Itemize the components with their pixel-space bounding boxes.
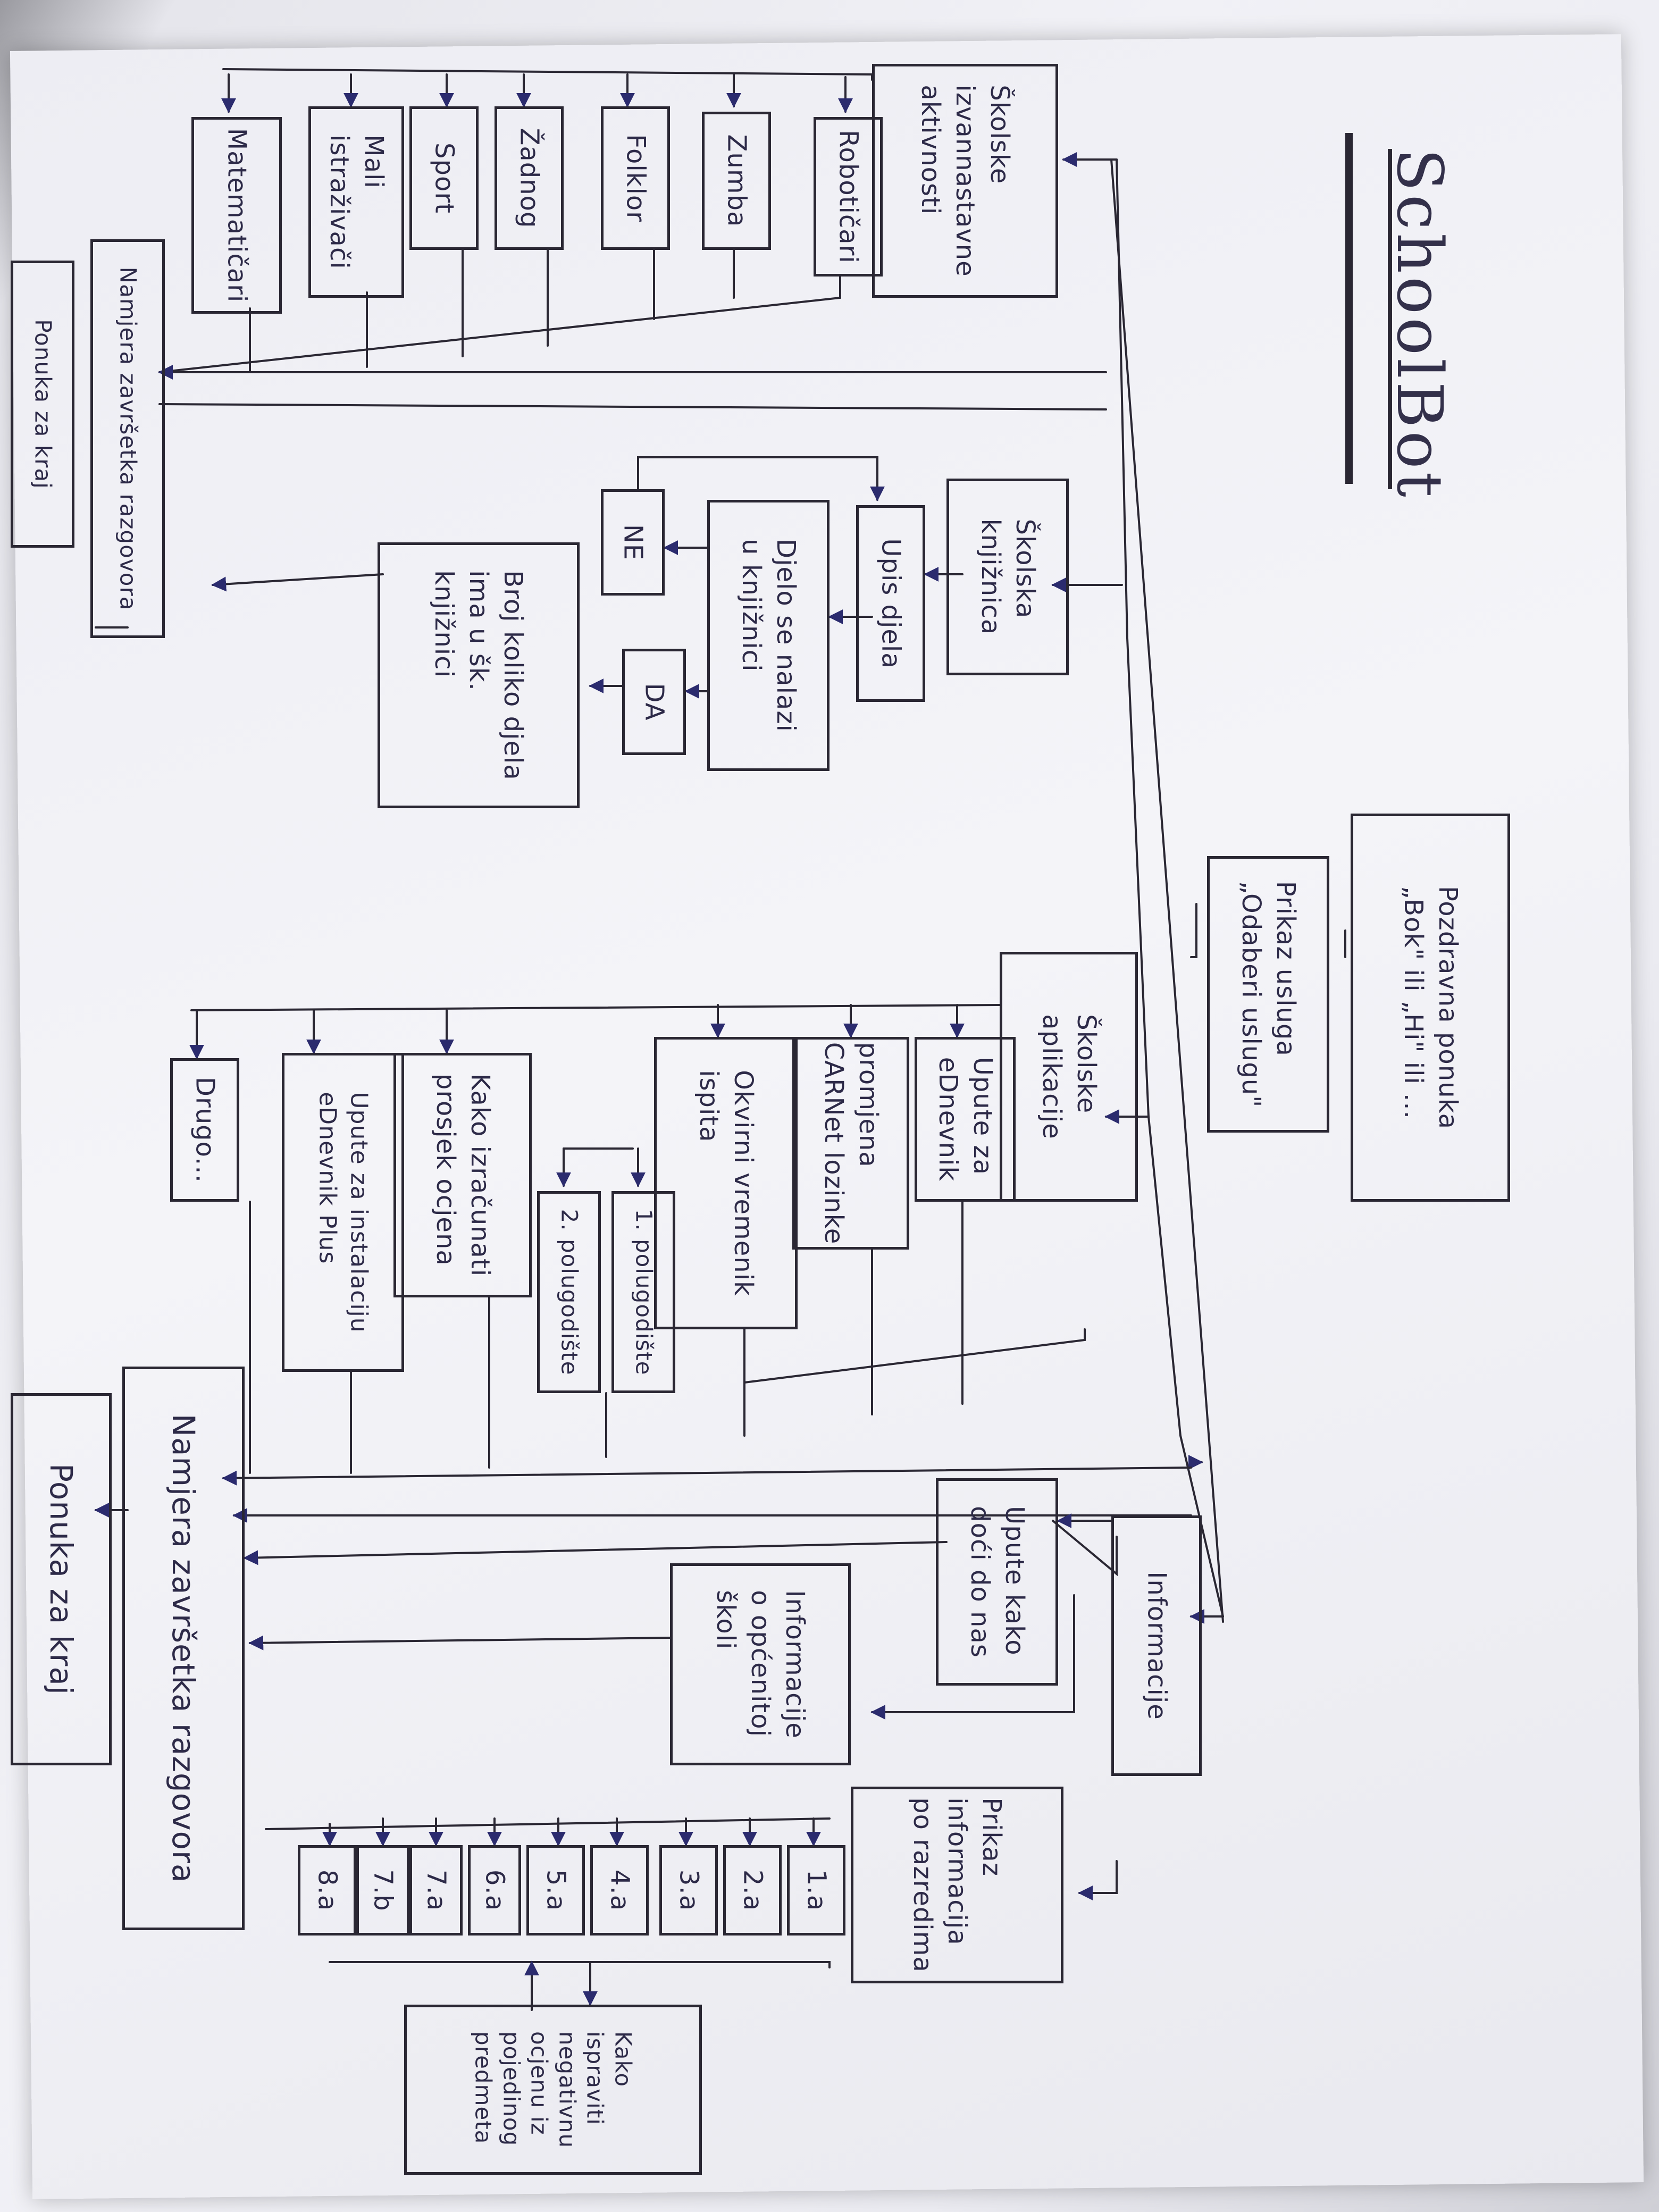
title-underline-2 — [1388, 149, 1392, 489]
title-underline — [1345, 133, 1353, 484]
activity-folklor[interactable]: Folklor — [601, 106, 670, 250]
count-to-intent — [211, 573, 384, 592]
library-header[interactable]: Školska knjižnica — [946, 479, 1069, 675]
apps-to-intent — [222, 1467, 1192, 1486]
line-services-to-trunk — [1190, 903, 1197, 958]
apps-carnet-node[interactable]: promjena CARNet lozinke — [792, 1037, 909, 1250]
info-dolazak-node[interactable]: Upute kako doći do nas — [936, 1478, 1058, 1686]
activity-mali-istrazivaci[interactable]: Mali istraživači — [308, 106, 404, 298]
apps-plus-node[interactable]: Upute za instalaciju eDnevnik Plus — [282, 1053, 404, 1372]
activity-matematicari[interactable]: Matematičari — [191, 117, 282, 314]
class-7b[interactable]: 7.b — [356, 1845, 409, 1936]
class-3a[interactable]: 3.a — [659, 1845, 718, 1936]
classes-bus — [265, 1817, 831, 1830]
apps-okvirni-node[interactable]: Okvirni vremenik ispita — [654, 1037, 798, 1329]
apps-ednevnik-node[interactable]: Upute za eDnevnik — [915, 1037, 1016, 1202]
info-opcenito-node[interactable]: Informacije o općenitoj školi — [670, 1563, 851, 1765]
info-negativna-node[interactable]: Kako ispraviti negativnu ocjenu iz pojed… — [404, 2005, 702, 2175]
class-1a[interactable]: 1.a — [787, 1845, 845, 1936]
activities-header[interactable]: Školske izvannastavne aktivnosti — [872, 64, 1058, 298]
apps-drugo-node[interactable]: Drugo... — [170, 1058, 239, 1202]
no-loop — [637, 456, 885, 501]
library-count-node[interactable]: Broj koliko djela ima u šk. knjižnici — [378, 542, 580, 808]
info-header[interactable]: Informacije — [1111, 1515, 1202, 1776]
activity-zumba[interactable]: Zumba — [702, 112, 771, 250]
library-no-node[interactable]: NE — [601, 489, 665, 596]
class-4a[interactable]: 4.a — [590, 1845, 649, 1936]
apps-bus — [190, 1004, 1001, 1011]
info-to-razredi — [1078, 1860, 1118, 1900]
apps-header[interactable]: Školske aplikacije — [1000, 952, 1138, 1202]
greeting-node[interactable]: Pozdravna ponuka „Bok" ili „Hi" ili ... — [1351, 814, 1510, 1202]
classes-return-bus — [329, 1961, 831, 1968]
class-2a[interactable]: 2.a — [723, 1845, 782, 1936]
info-razredi-node[interactable]: Prikaz informacija po razredima — [851, 1787, 1063, 1983]
page-title: SchoolBot — [1383, 148, 1456, 500]
library-upis-node[interactable]: Upis djela — [856, 505, 925, 702]
activity-robotika[interactable]: Robotičari — [814, 117, 883, 276]
library-check-node[interactable]: Djelo se nalazi u knjižnici — [707, 500, 830, 771]
activities-end-node[interactable]: Ponuka za kraj — [11, 261, 74, 548]
activities-bus — [222, 68, 873, 76]
apps-pol2-node[interactable]: 2. polugodište — [537, 1191, 601, 1393]
main-trunk — [1110, 158, 1224, 1623]
apps-pol1-node[interactable]: 1. polugodište — [611, 1191, 675, 1393]
activity-sport[interactable]: Sport — [409, 106, 479, 250]
library-yes-node[interactable]: DA — [622, 649, 686, 755]
activity-zadnog[interactable]: Žadnog — [495, 106, 564, 250]
services-node[interactable]: Prikaz usluga „Odaberi uslugu" — [1207, 856, 1329, 1133]
class-8a[interactable]: 8.a — [298, 1845, 356, 1936]
activities-intent-node[interactable]: Namjera završetka razgovora — [90, 239, 165, 638]
class-6a[interactable]: 6.a — [468, 1845, 521, 1936]
class-7a[interactable]: 7.a — [409, 1845, 463, 1936]
apps-intent-node[interactable]: Namjera završetka razgovora — [122, 1367, 245, 1930]
apps-end-node[interactable]: Ponuka za kraj — [11, 1393, 112, 1765]
apps-prosjek-node[interactable]: Kako izračunati prosjek ocjena — [393, 1053, 532, 1297]
info-to-opcenito — [870, 1594, 1075, 1720]
class-5a[interactable]: 5.a — [526, 1845, 585, 1936]
